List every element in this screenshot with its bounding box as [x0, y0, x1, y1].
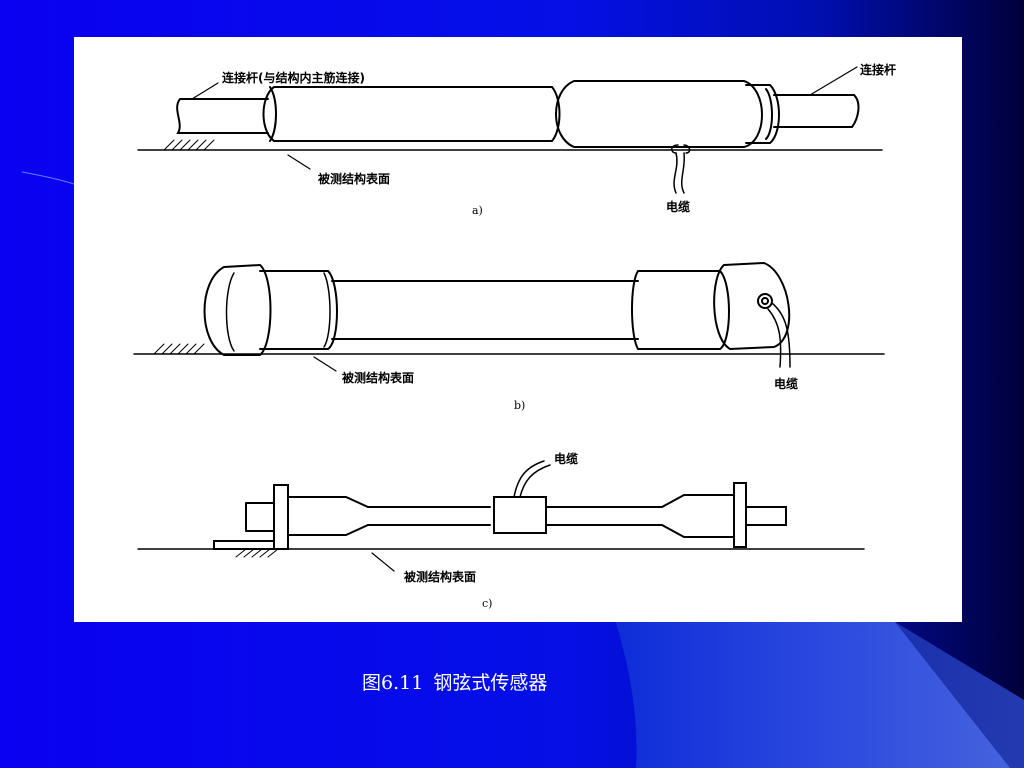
cable-label-a: 电缆 — [666, 199, 690, 214]
sub-label-c: c) — [482, 597, 492, 610]
connecting-rod-label: 连接杆 — [860, 62, 896, 77]
cable-label-b: 电缆 — [774, 376, 798, 391]
surface-label-b: 被测结构表面 — [342, 370, 414, 385]
surface-label-a: 被测结构表面 — [318, 171, 390, 186]
figure-panel: 连接杆(与结构内主筋连接) 连接杆 被测结构表面 电缆 a) 被测结构表面 电缆… — [74, 37, 962, 622]
caption-number: 图6.11 — [362, 672, 424, 694]
caption-title: 钢弦式传感器 — [433, 672, 548, 694]
figure-caption: 图6.11 钢弦式传感器 — [362, 668, 547, 695]
diagram-c — [137, 460, 865, 572]
cable-label-c: 电缆 — [554, 451, 578, 466]
sub-label-a: a) — [472, 204, 483, 217]
connecting-rod-main-label: 连接杆(与结构内主筋连接) — [222, 70, 365, 85]
diagram-b — [133, 261, 885, 372]
surface-label-c: 被测结构表面 — [404, 569, 476, 584]
sub-label-b: b) — [514, 399, 525, 412]
diagram-a — [137, 66, 883, 194]
